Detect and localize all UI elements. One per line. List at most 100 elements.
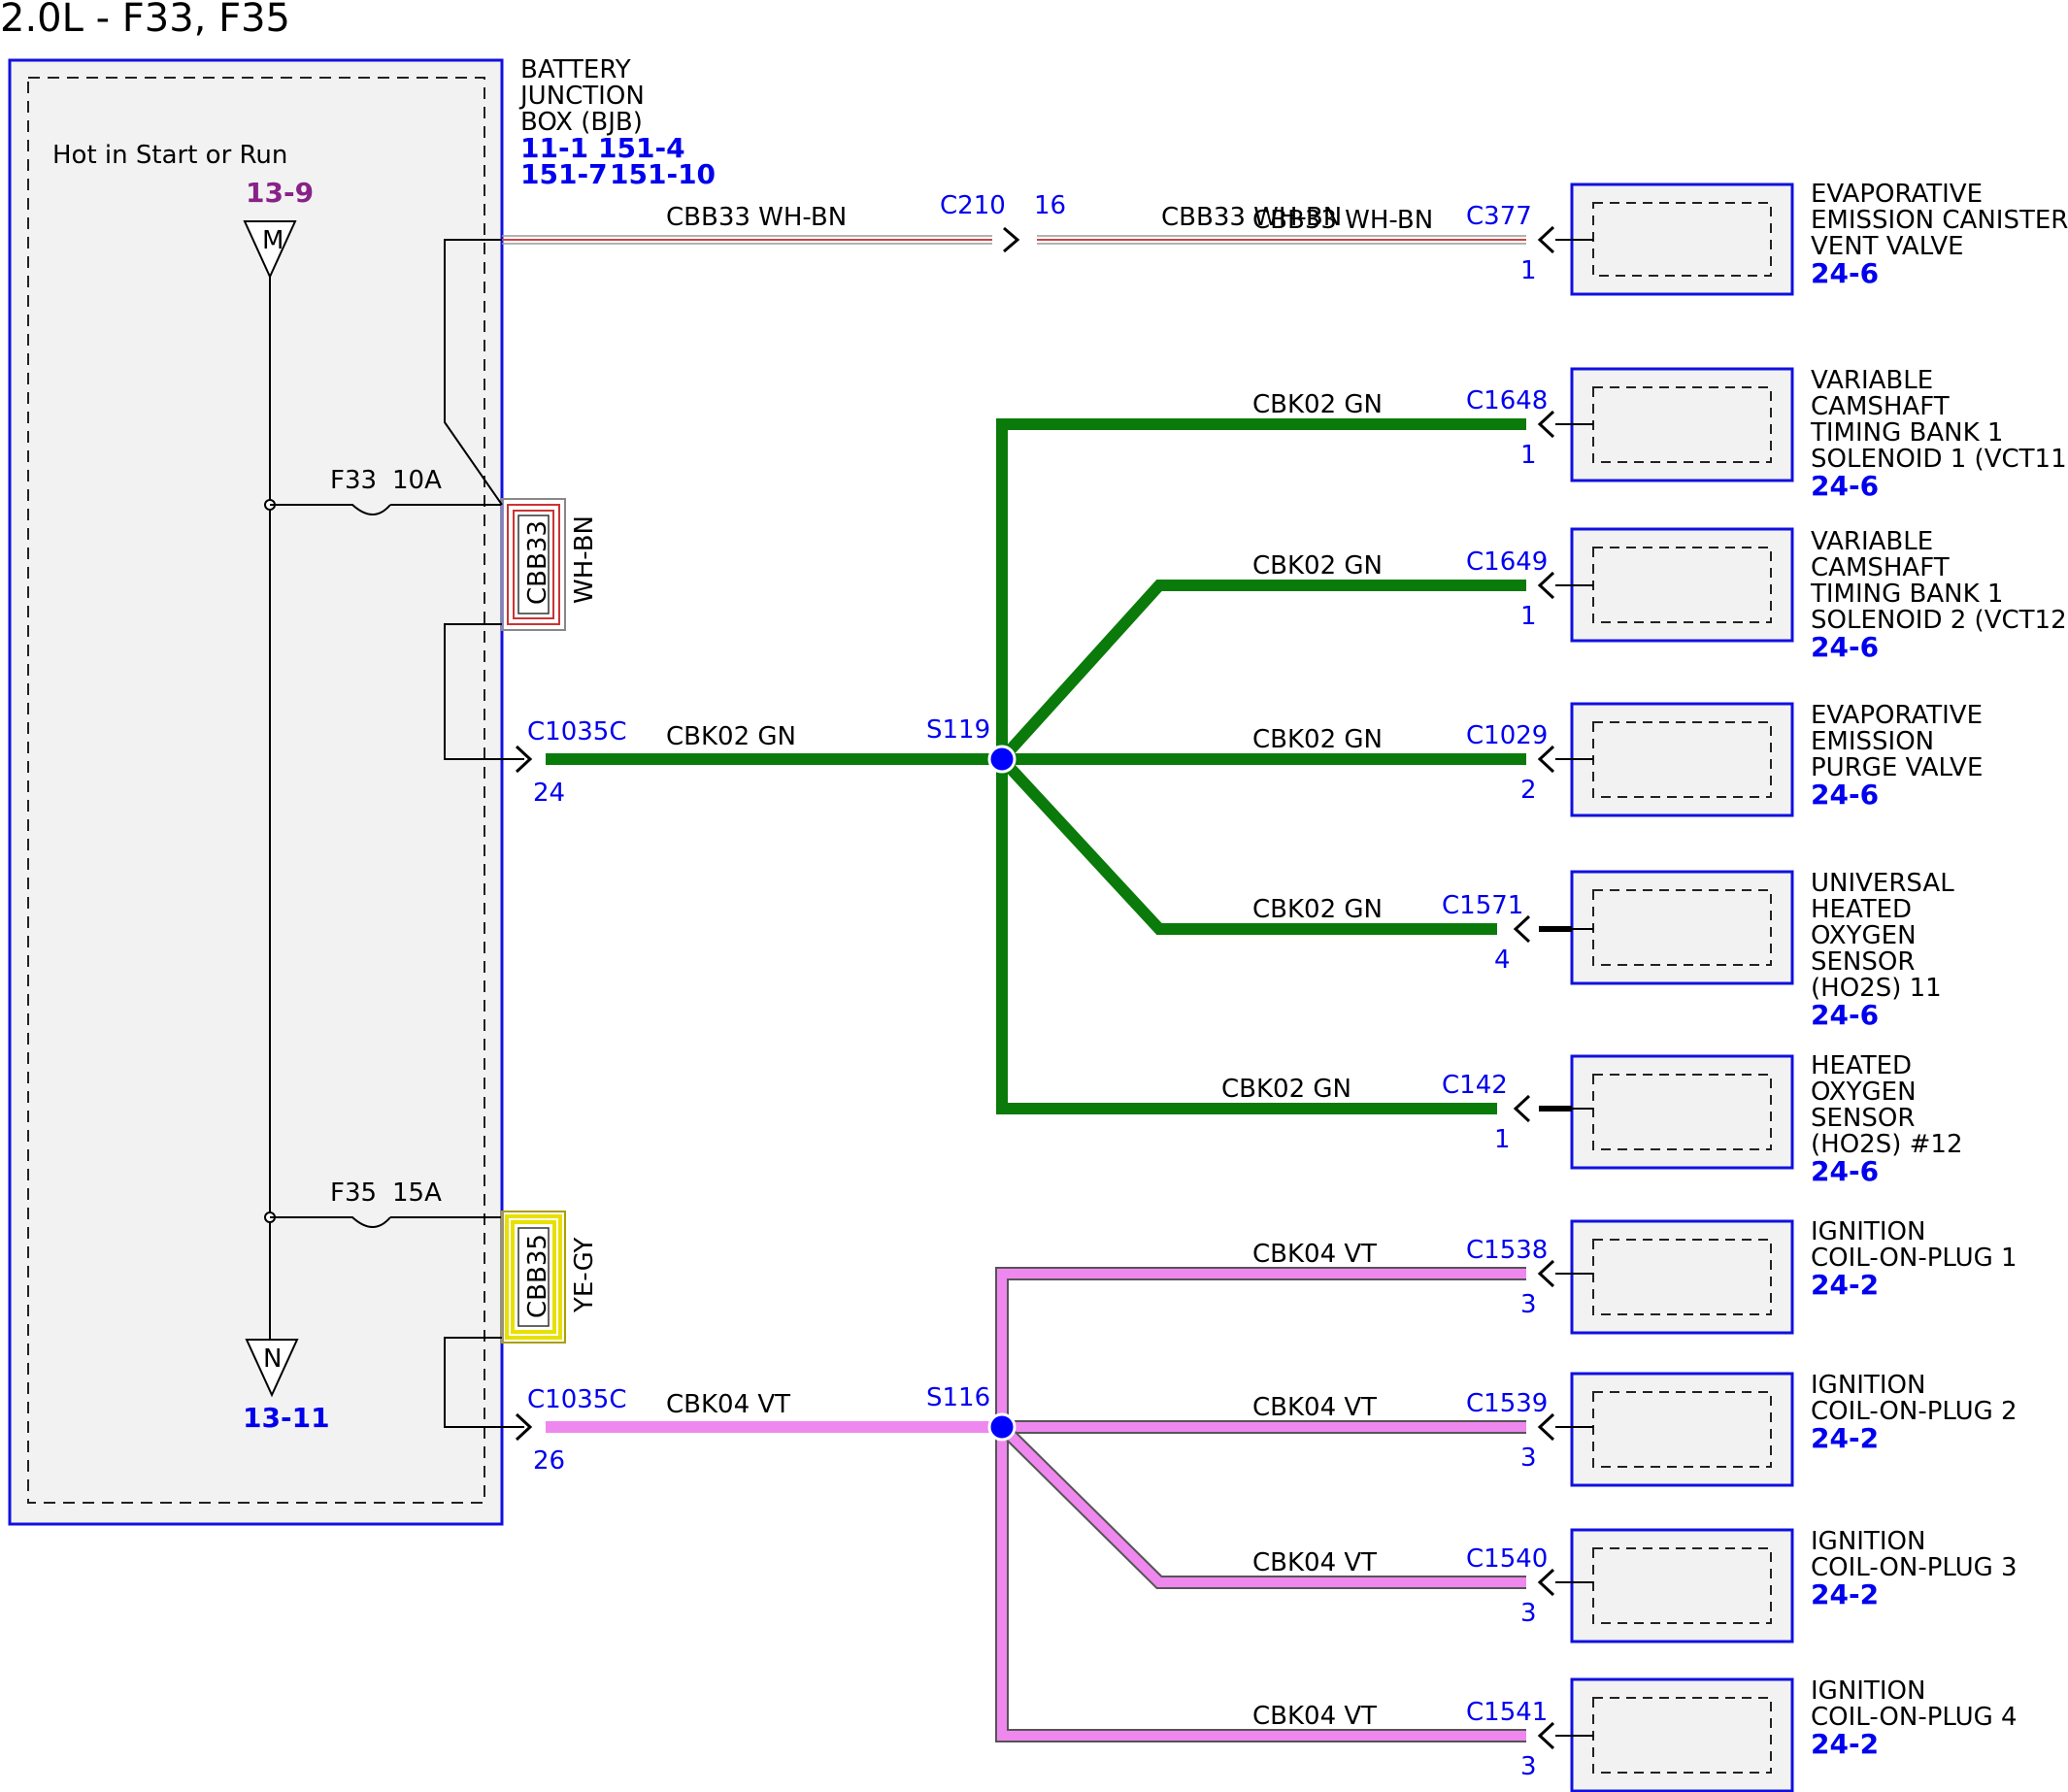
cbb35-connector[interactable] [501,1211,566,1344]
wire-label-c1539: CBK04 VT [1252,1393,1377,1422]
component-ref-c1541[interactable]: 24-2 [1811,1728,1879,1760]
component-name-c1648-line-3: TIMING BANK 1 [1810,418,2003,448]
component-name-c142-line-2: OXYGEN [1811,1078,1917,1107]
component-box-c377[interactable] [1570,183,1794,296]
component-ref-c1540[interactable]: 24-2 [1811,1578,1879,1610]
component-name-c1029-line-1: EVAPORATIVE [1811,701,1983,730]
component-box-c1648[interactable] [1570,367,1794,482]
fuse-f33-id: F33 [330,466,377,495]
connector-label-c1029[interactable]: C1029 [1466,721,1548,750]
component-inner-c1539 [1592,1391,1772,1468]
component-name-c1541-line-1: IGNITION [1811,1676,1925,1706]
pin-label-c1571: 4 [1494,946,1511,975]
connector-c1539-icon [1537,1412,1555,1442]
wire-label-c1649: CBK02 GN [1252,551,1383,581]
bottom-ref-link[interactable]: 13-11 [243,1402,330,1434]
green-harness[interactable] [996,418,1526,1114]
c210-pin-label: 16 [1034,191,1066,220]
pin-label-c1648: 1 [1520,441,1537,470]
wire-label-c1029: CBK02 GN [1252,725,1383,754]
component-name-c1541-line-2: COIL-ON-PLUG 4 [1811,1703,2018,1732]
component-name-c1540-line-2: COIL-ON-PLUG 3 [1811,1553,2018,1582]
connector-label-c1649[interactable]: C1649 [1466,548,1548,577]
wire-cbb33-segment-2[interactable] [1037,235,1526,245]
pin-label-c377: 1 [1520,256,1537,285]
bjb-ref-151-10[interactable]: 151-10 [610,158,716,190]
wire-label-cbk02-source: CBK02 GN [666,722,796,751]
connector-label-c1541[interactable]: C1541 [1466,1698,1548,1727]
component-ref-c1539[interactable]: 24-2 [1811,1422,1879,1454]
component-name-c1539-line-2: COIL-ON-PLUG 2 [1811,1397,2018,1426]
cbb35-circuit-label: CBB35 [523,1234,552,1318]
c1035c-green-connector-label[interactable]: C1035C [527,717,626,747]
component-ref-c1649[interactable]: 24-6 [1811,631,1879,663]
component-box-c1539[interactable] [1570,1372,1794,1487]
component-name-c142-line-1: HEATED [1811,1051,1912,1080]
component-ref-c1571[interactable]: 24-6 [1811,999,1879,1031]
pin-label-c1538: 3 [1520,1290,1537,1319]
component-inner-c1571 [1592,889,1772,966]
wire-label-c1541: CBK04 VT [1252,1702,1377,1731]
pin-label-c1541: 3 [1520,1752,1537,1781]
c1035c-violet-connector-label[interactable]: C1035C [527,1385,626,1414]
component-box-c1538[interactable] [1570,1219,1794,1335]
connector-label-c1540[interactable]: C1540 [1466,1544,1548,1574]
page-title: 2.0L - F33, F35 [0,0,290,41]
violet-harness[interactable] [995,1267,1526,1742]
cbb33-connector[interactable] [501,498,566,631]
component-name-c142-line-4: (HO2S) #12 [1811,1130,1962,1159]
component-name-c377-line-3: VENT VALVE [1811,232,1964,261]
component-ref-c142[interactable]: 24-6 [1811,1155,1879,1187]
bjb-ref-11-1[interactable]: 11-1 [520,132,588,164]
component-name-c1648-line-2: CAMSHAFT [1811,392,1950,421]
connector-c1029-icon [1537,745,1555,774]
component-name-c1648-line-1: VARIABLE [1811,366,1933,395]
component-name-c1649-line-2: CAMSHAFT [1811,553,1950,582]
wire-label-cbk04-source: CBK04 VT [666,1390,790,1419]
svg-text:N: N [263,1344,282,1374]
wire-cbb33-segment-1[interactable] [502,235,992,245]
connector-label-c142[interactable]: C142 [1442,1071,1508,1100]
connector-label-c1648[interactable]: C1648 [1466,386,1548,415]
component-ref-c377[interactable]: 24-6 [1811,257,1879,289]
component-box-c1029[interactable] [1570,702,1794,817]
svg-text:M: M [262,226,284,255]
bottom-marker-n-icon: N [245,1339,299,1398]
connector-label-c1538[interactable]: C1538 [1466,1236,1548,1265]
c210-connector-label[interactable]: C210 [940,191,1006,220]
component-name-c1029-line-2: EMISSION [1811,727,1934,756]
wire-label-c1538: CBK04 VT [1252,1240,1377,1269]
component-box-c1649[interactable] [1570,527,1794,643]
splice-s116-label: S116 [926,1383,990,1412]
bjb-name-line-2: JUNCTION [518,82,645,111]
fuse-f35-icon [345,1216,391,1228]
connector-label-c377[interactable]: C377 [1466,202,1532,231]
fuse-f35-rating: 15A [392,1178,442,1208]
connector-c1648-icon [1537,410,1555,439]
component-ref-c1538[interactable]: 24-2 [1811,1269,1879,1301]
pin-label-c1649: 1 [1520,602,1537,631]
connector-label-c1571[interactable]: C1571 [1442,891,1523,920]
component-box-c1540[interactable] [1570,1528,1794,1643]
top-marker-m-icon: M [243,220,297,280]
component-name-c1539-line-1: IGNITION [1811,1371,1925,1400]
component-ref-c1648[interactable]: 24-6 [1811,470,1879,502]
component-box-c142[interactable] [1570,1054,1794,1170]
component-box-c1571[interactable] [1570,870,1794,985]
component-name-c377-line-2: EMISSION CANISTER [1811,206,2068,235]
bjb-ref-151-4[interactable]: 151-4 [598,132,685,164]
component-box-c1541[interactable] [1570,1677,1794,1792]
pin-label-c142: 1 [1494,1125,1511,1154]
wire-label-c142: CBK02 GN [1221,1075,1351,1104]
component-name-c1538-line-2: COIL-ON-PLUG 1 [1811,1244,2018,1273]
connector-label-c1539[interactable]: C1539 [1466,1389,1548,1418]
component-name-c1029-line-3: PURGE VALVE [1811,753,1983,782]
component-name-c1649-line-4: SOLENOID 2 (VCT12) [1811,606,2068,635]
component-name-c1649-line-3: TIMING BANK 1 [1810,580,2003,609]
battery-junction-box[interactable] [8,58,504,1526]
wire-label-c1648: CBK02 GN [1252,390,1383,419]
splice-s116-dot [987,1412,1017,1442]
bjb-ref-151-7[interactable]: 151-7 [520,158,608,190]
component-ref-c1029[interactable]: 24-6 [1811,779,1879,811]
top-ref-link[interactable]: 13-9 [246,177,314,209]
